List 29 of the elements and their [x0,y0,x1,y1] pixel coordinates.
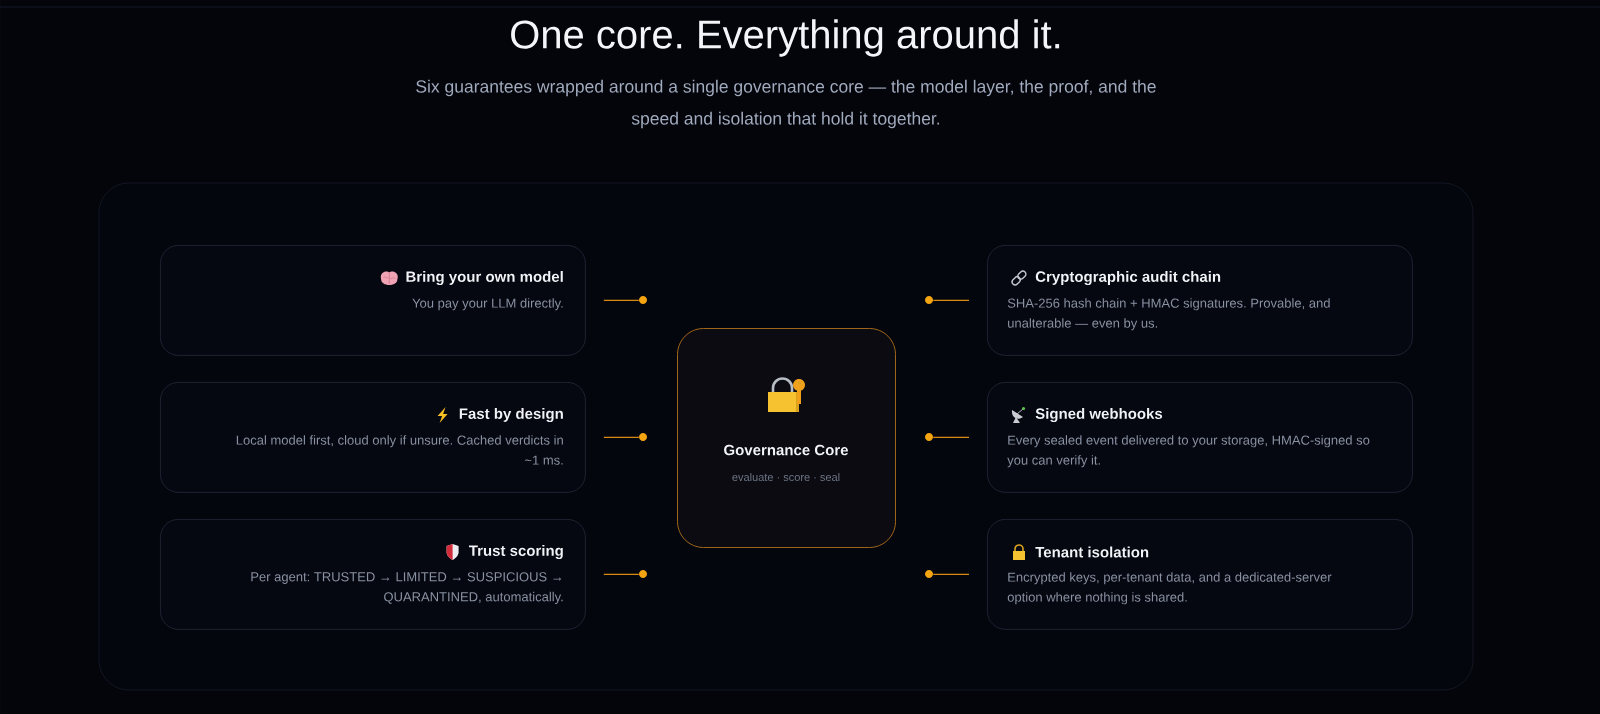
feature-card [987,245,1413,356]
card-title: Tenant isolation [1035,546,1149,558]
connector-line [603,436,640,438]
card-title: Signed webhooks [1035,407,1163,422]
core-title: Governance Core [724,444,848,456]
core-subtitle: evaluate · score · seal [732,472,840,482]
feature-card [160,245,586,356]
card-description: Per agent: TRUSTED → LIMITED → SUSPICIOUS → QUARANTINED, automatically. [251,572,563,604]
feature-card [987,519,1413,630]
card-title: Cryptographic audit chain [1035,270,1221,285]
connector-line [603,299,640,301]
title: One core. Everything around it. [511,19,1060,57]
connector-line [932,573,970,575]
card-title: Fast by design [459,407,563,422]
core-card [677,328,896,548]
connector-line [932,436,970,438]
card-title: Bring your own model [406,270,563,285]
connector-line [603,573,640,575]
feature-card [160,382,586,493]
card-description: You pay your LLM directly. [412,298,563,311]
feature-card [987,382,1413,493]
card-description: Every sealed event delivered to your storage, HMAC-signed so you can verify it. [1007,435,1370,468]
card-description: Local model first, cloud only if unsure. Cached verdicts in ~1 ms. [236,435,563,465]
connector-line [932,299,970,301]
subtitle: Six guarantees wrapped around a single governance core — the model layer, the proof, and the speed and isolation that hold it together. [416,79,1156,129]
feature-card [160,519,586,630]
card-description: SHA-256 hash chain + HMAC signatures. Provable, and unalterable — even by us. [1007,298,1330,331]
card-title: Trust scoring [468,544,563,559]
card-description: Encrypted keys, per-tenant data, and a dedicated-server option where nothing is shared. [1007,572,1332,605]
